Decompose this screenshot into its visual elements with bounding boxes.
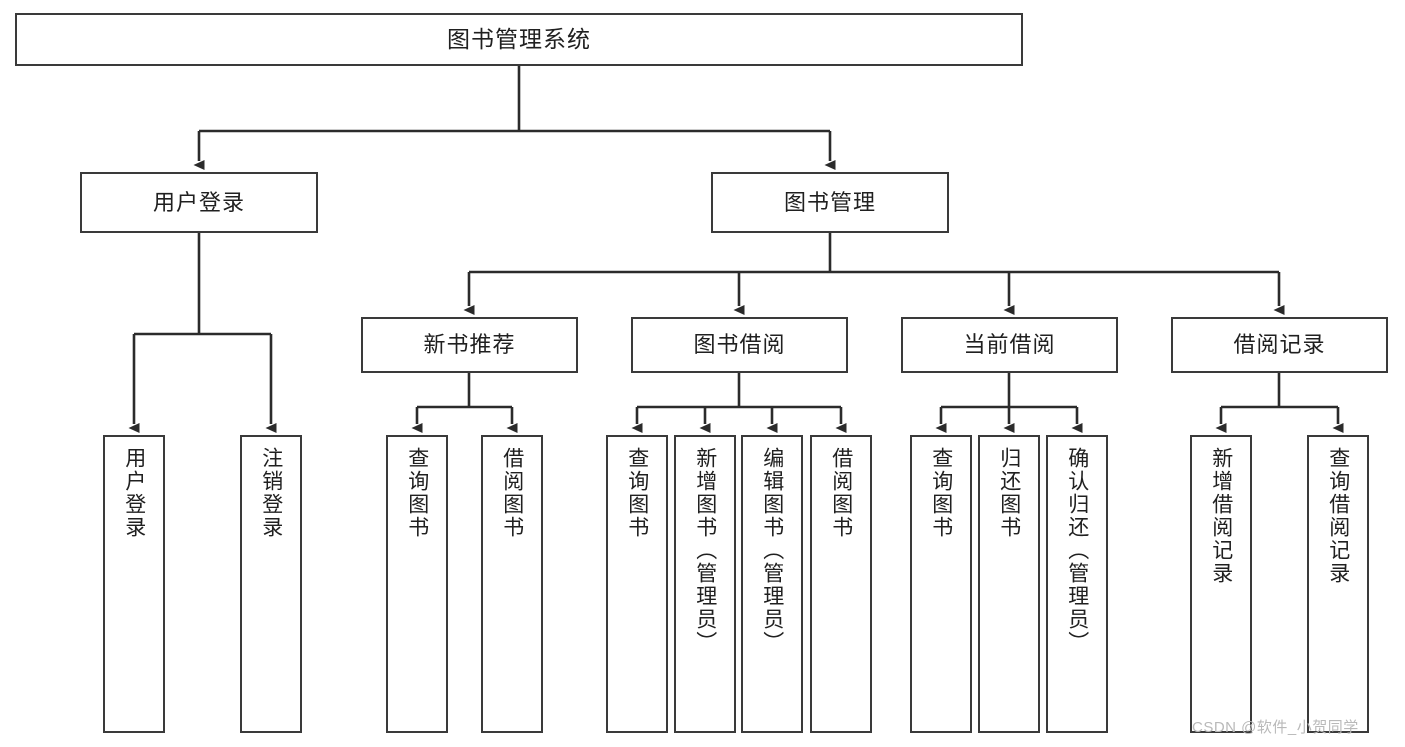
node-label: 新增图书（管理员） bbox=[693, 447, 717, 654]
node-label: 图书管理系统 bbox=[447, 26, 591, 53]
leaf-add-book-admin[interactable]: 新增图书（管理员） bbox=[674, 435, 736, 733]
node-label: 归还图书 bbox=[997, 447, 1021, 539]
node-label: 编辑图书（管理员） bbox=[760, 447, 784, 654]
leaf-confirm-return-admin[interactable]: 确认归还（管理员） bbox=[1046, 435, 1108, 733]
node-label: 查询图书 bbox=[625, 447, 649, 539]
node-label: 确认归还（管理员） bbox=[1065, 447, 1089, 654]
leaf-borrow-book-recommend[interactable]: 借阅图书 bbox=[481, 435, 543, 733]
node-label: 图书管理 bbox=[783, 189, 876, 215]
node-current-borrow[interactable]: 当前借阅 bbox=[901, 317, 1118, 373]
node-book-management[interactable]: 图书管理 bbox=[711, 172, 949, 233]
leaf-add-borrow-record[interactable]: 新增借阅记录 bbox=[1190, 435, 1252, 733]
node-label: 查询图书 bbox=[929, 447, 953, 539]
node-label: 借阅记录 bbox=[1233, 332, 1326, 358]
node-label: 图书借阅 bbox=[693, 332, 786, 358]
node-label: 查询图书 bbox=[405, 447, 429, 539]
node-label: 借阅图书 bbox=[829, 447, 853, 539]
leaf-return-book[interactable]: 归还图书 bbox=[978, 435, 1040, 733]
node-new-book-recommend[interactable]: 新书推荐 bbox=[361, 317, 578, 373]
node-label: 新增借阅记录 bbox=[1209, 447, 1233, 585]
node-root[interactable]: 图书管理系统 bbox=[15, 13, 1023, 66]
node-book-borrow[interactable]: 图书借阅 bbox=[631, 317, 848, 373]
watermark: CSDN @软件_小贺同学 bbox=[1192, 719, 1359, 736]
leaf-borrow-book[interactable]: 借阅图书 bbox=[810, 435, 872, 733]
node-user-login[interactable]: 用户登录 bbox=[80, 172, 318, 233]
leaf-query-book-current[interactable]: 查询图书 bbox=[910, 435, 972, 733]
leaf-edit-book-admin[interactable]: 编辑图书（管理员） bbox=[741, 435, 803, 733]
leaf-query-book-borrow[interactable]: 查询图书 bbox=[606, 435, 668, 733]
node-label: 查询借阅记录 bbox=[1326, 447, 1350, 585]
node-label: 用户登录 bbox=[152, 189, 245, 215]
leaf-query-book-recommend[interactable]: 查询图书 bbox=[386, 435, 448, 733]
node-label: 借阅图书 bbox=[500, 447, 524, 539]
node-label: 用户登录 bbox=[122, 447, 146, 539]
node-borrow-record[interactable]: 借阅记录 bbox=[1171, 317, 1388, 373]
leaf-logout[interactable]: 注销登录 bbox=[240, 435, 302, 733]
node-label: 新书推荐 bbox=[423, 332, 516, 358]
node-label: 当前借阅 bbox=[963, 332, 1056, 358]
node-label: 注销登录 bbox=[259, 447, 283, 539]
leaf-query-borrow-record[interactable]: 查询借阅记录 bbox=[1307, 435, 1369, 733]
leaf-user-login[interactable]: 用户登录 bbox=[103, 435, 165, 733]
